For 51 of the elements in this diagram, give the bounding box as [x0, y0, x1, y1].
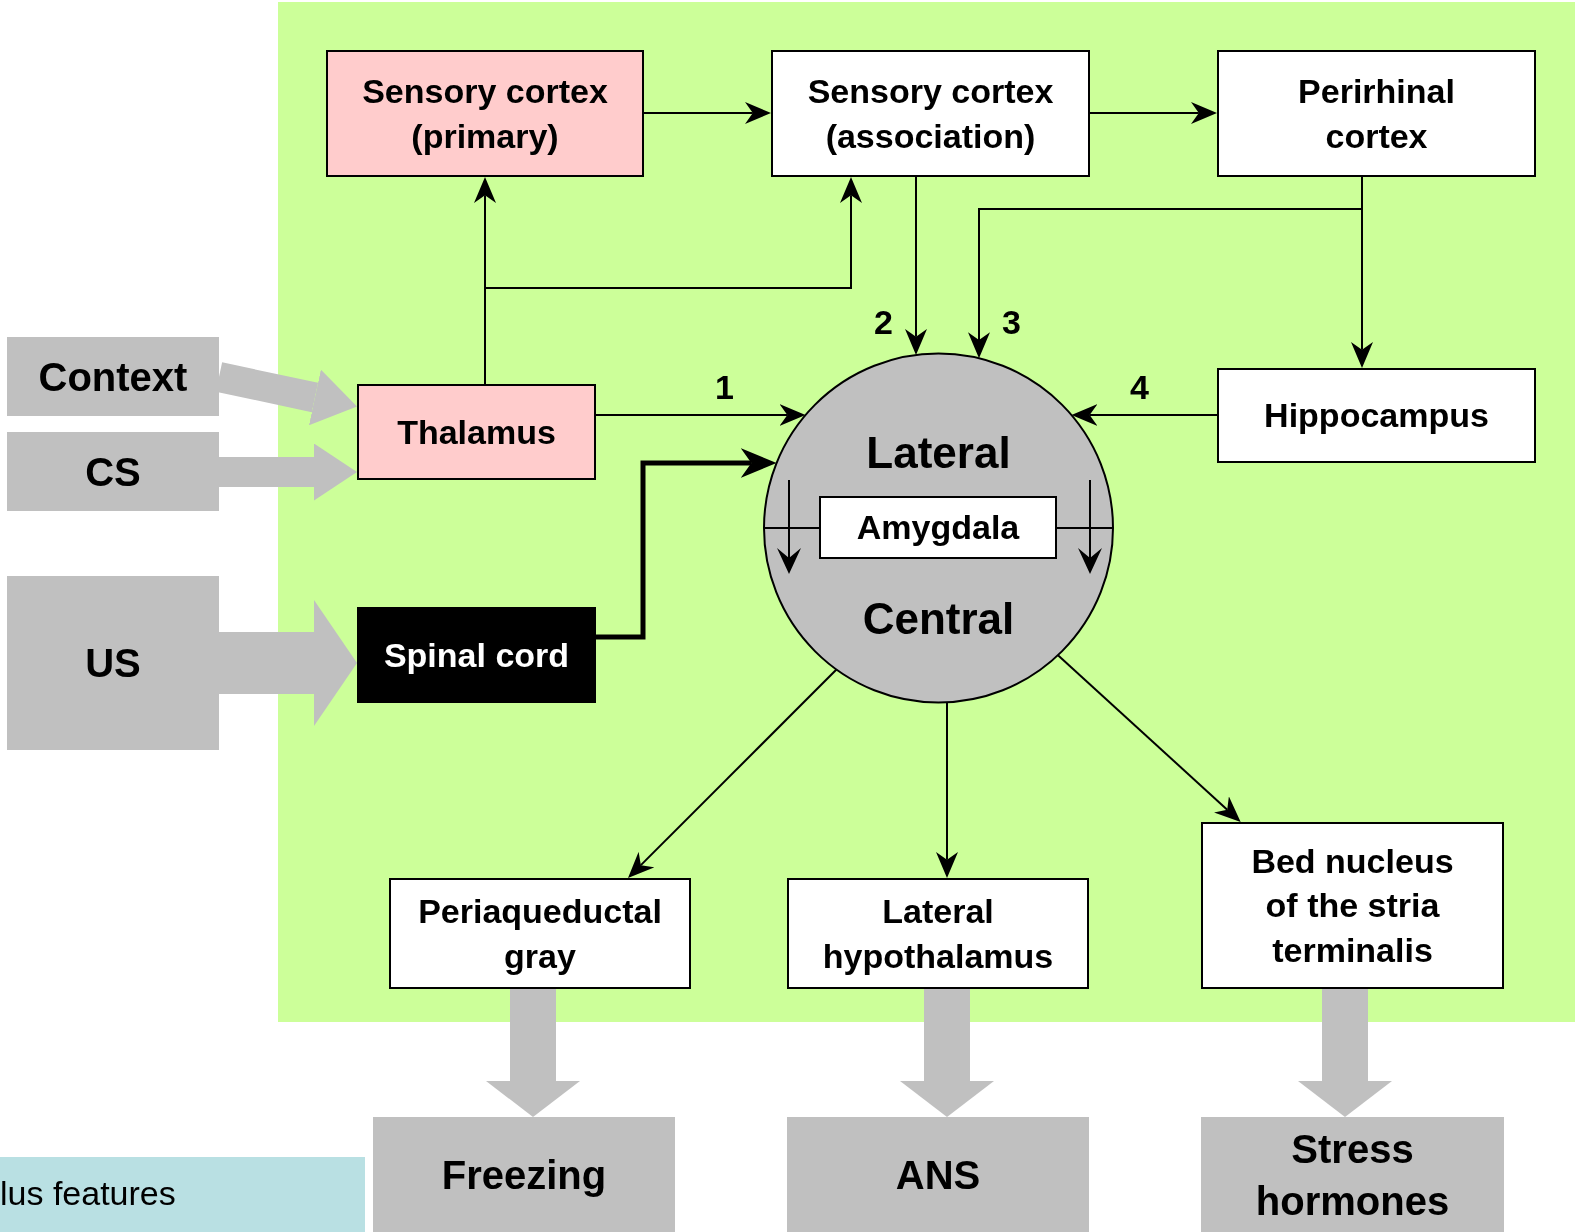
process-box: [1217, 50, 1536, 177]
node-label: Thalamus: [397, 411, 556, 453]
node-label: Spinal cord: [383, 634, 570, 676]
block-arrow: [1298, 989, 1392, 1117]
process-box: [357, 384, 596, 480]
arrow: [595, 404, 806, 426]
note-box: [0, 1157, 365, 1232]
arrow: [905, 176, 927, 355]
node-label: Amygdala: [856, 507, 1020, 549]
node-label: Perirhinal cortex: [1297, 71, 1456, 157]
block-arrow: [219, 443, 357, 501]
arrow: [1089, 102, 1217, 124]
arrow: [1351, 176, 1373, 368]
process-box: [389, 878, 691, 989]
process-box: [357, 607, 596, 703]
node-label: CS: [85, 448, 141, 496]
arrow: [628, 668, 838, 878]
node-label: Sensory cortex (association): [806, 71, 1055, 157]
block-arrow: [486, 989, 580, 1117]
input-block: [7, 576, 219, 750]
output-block: [787, 1117, 1089, 1232]
process-box: [787, 878, 1089, 989]
node-label: Sensory cortex (primary): [361, 71, 609, 157]
node-label: ANS: [895, 1151, 981, 1199]
node-label: Periaqueductal gray: [417, 891, 663, 977]
node-label: Lateral hypothalamus: [821, 891, 1055, 977]
block-arrow: [900, 989, 994, 1117]
process-box: [326, 50, 644, 177]
node-label: Freezing: [441, 1151, 607, 1199]
node-label: lus features: [0, 1173, 176, 1214]
node-label: Context: [38, 353, 188, 401]
input-block: [7, 432, 219, 511]
block-arrow: [219, 600, 357, 726]
output-block: [373, 1117, 675, 1232]
process-box: [819, 496, 1057, 559]
process-box: [771, 50, 1090, 177]
arrow: [1071, 404, 1218, 426]
node-label: US: [85, 640, 141, 687]
process-box: [1217, 368, 1536, 463]
input-block: [7, 337, 219, 416]
arrow: [1057, 654, 1241, 822]
process-box: [1201, 822, 1504, 989]
region-label: Lateral: [865, 427, 1012, 479]
region-label: Central: [861, 593, 1016, 645]
arrow: [936, 701, 958, 878]
node-label: Hippocampus: [1264, 395, 1489, 437]
output-block: [1201, 1117, 1504, 1232]
arrow: [596, 448, 777, 640]
arrow: [643, 102, 771, 124]
node-label: Stress hormones: [1254, 1125, 1451, 1225]
node-label: Bed nucleus of the stria terminalis: [1250, 841, 1455, 971]
